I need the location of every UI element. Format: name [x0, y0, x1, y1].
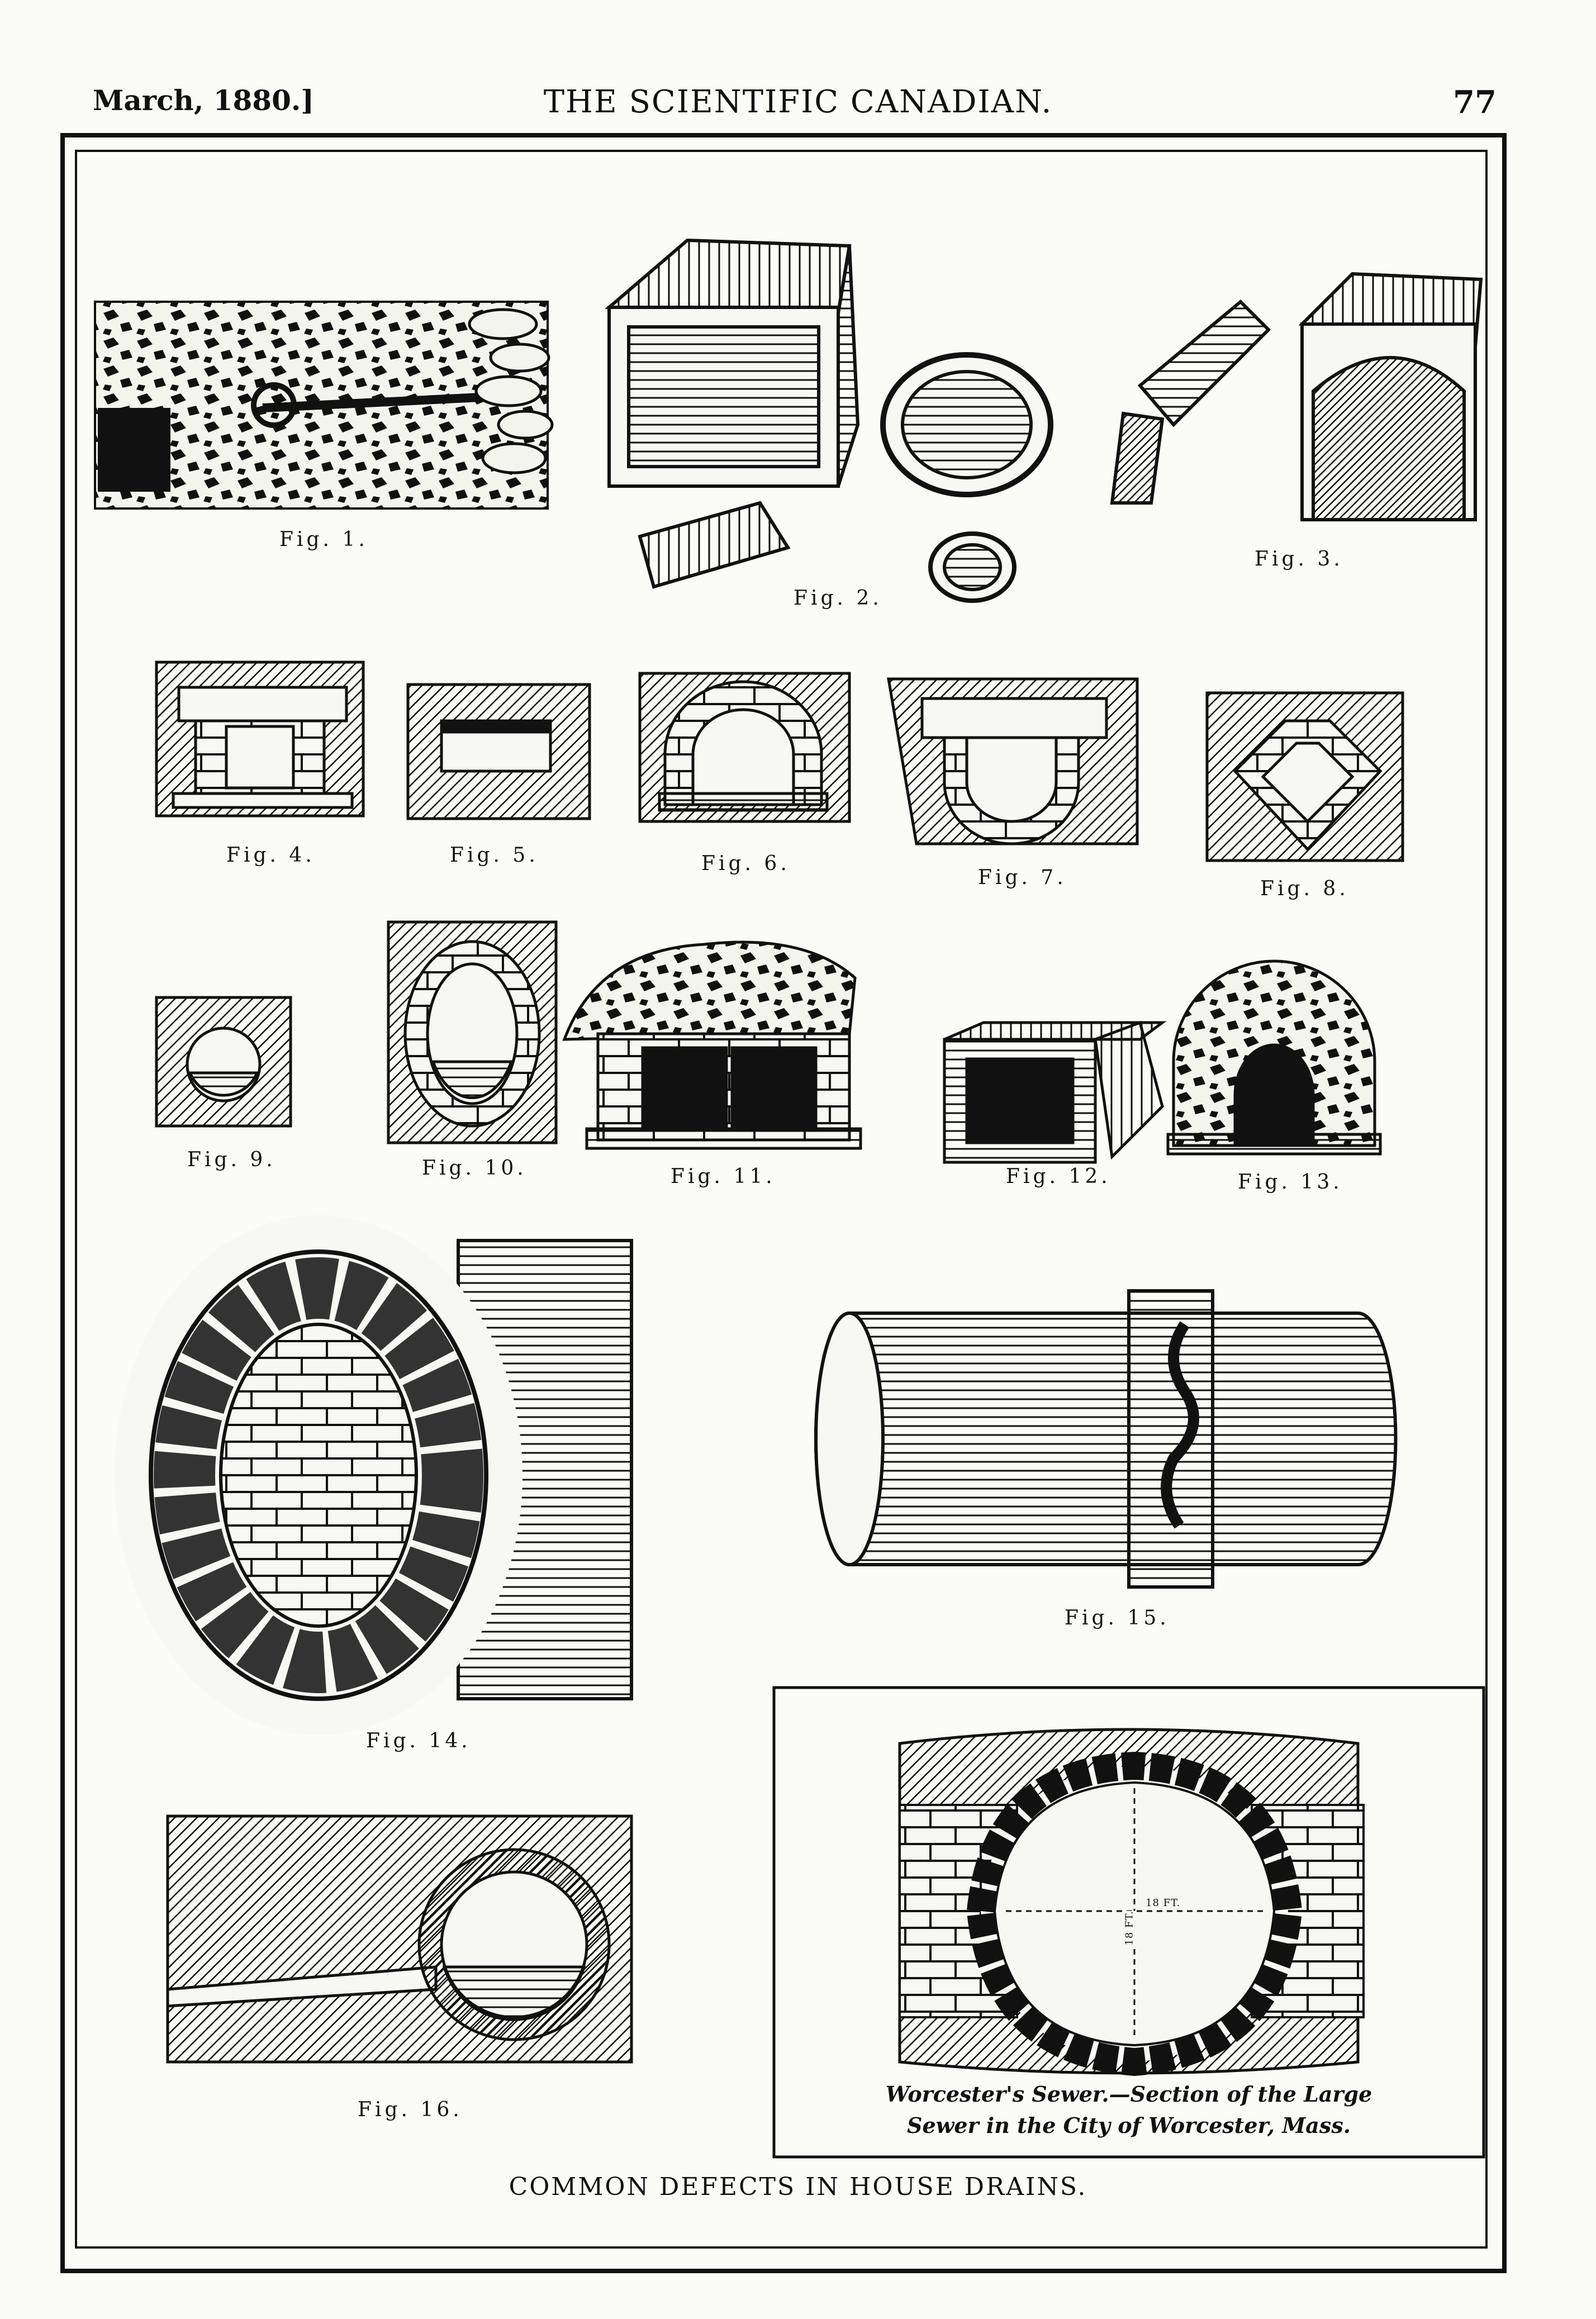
fig11-label: Fig. 11.	[671, 1165, 776, 1188]
fig4-stone-drain	[155, 660, 365, 818]
fig8-pointed-drain	[1205, 691, 1404, 862]
fig15-broken-pipe-joint	[814, 1289, 1398, 1589]
fig13-rubble-arch-drain	[1166, 959, 1382, 1156]
page-frame-outer	[60, 133, 1507, 2273]
fig11-stone-box-drain	[562, 940, 862, 1150]
fig3-broken-pipe	[1110, 272, 1483, 521]
fig14-label: Fig. 14.	[366, 1729, 471, 1752]
fig7-inverted-arch-drain	[887, 677, 1139, 845]
page-number: 77	[1453, 84, 1497, 121]
fig8-label: Fig. 8.	[1260, 877, 1349, 900]
fig7-label: Fig. 7.	[978, 866, 1067, 889]
fig4-label: Fig. 4.	[226, 844, 315, 867]
fig2-wooden-box-drain	[605, 238, 1053, 603]
fig5-label: Fig. 5.	[450, 844, 539, 867]
fig6-arched-brick-drain	[638, 672, 851, 823]
fig6-label: Fig. 6.	[701, 852, 790, 875]
fig12-timber-drain	[943, 1020, 1167, 1164]
journal-title: THE SCIENTIFIC CANADIAN.	[543, 84, 1053, 120]
fig10-label: Fig. 10.	[422, 1157, 527, 1180]
inset-caption-line1: Worcester's Sewer.—Section of the Large	[885, 2082, 1372, 2107]
fig1-label: Fig. 1.	[279, 528, 368, 551]
fig12-label: Fig. 12.	[1006, 1165, 1111, 1188]
fig16-drain-through-soil	[166, 1814, 633, 2064]
fig16-label: Fig. 16.	[358, 2098, 463, 2121]
fig1-rubble-drain	[94, 301, 554, 510]
inset-dimension-horizontal: 18 FT.	[1146, 1897, 1181, 1909]
fig15-label: Fig. 15.	[1065, 1607, 1170, 1629]
inset-dimension-vertical: 18 FT.	[1123, 1911, 1136, 1946]
fig3-label: Fig. 3.	[1255, 548, 1343, 571]
fig13-label: Fig. 13.	[1238, 1171, 1343, 1194]
inset-caption: Worcester's Sewer.—Section of the Large …	[782, 2079, 1475, 2141]
page-frame-inner	[75, 150, 1488, 2249]
fig10-egg-shaped-sewer	[387, 920, 558, 1144]
plate-caption: COMMON DEFECTS IN HOUSE DRAINS.	[509, 2173, 1087, 2201]
inset-caption-line2: Sewer in the City of Worcester, Mass.	[907, 2113, 1351, 2138]
fig5-flat-stone-drain	[406, 683, 591, 820]
fig9-label: Fig. 9.	[187, 1148, 276, 1171]
fig2-label: Fig. 2.	[794, 587, 882, 610]
fig14-brick-sewer-section	[115, 1215, 633, 1735]
fig9-round-pipe	[155, 996, 292, 1128]
header-date: March, 1880.]	[93, 84, 314, 117]
